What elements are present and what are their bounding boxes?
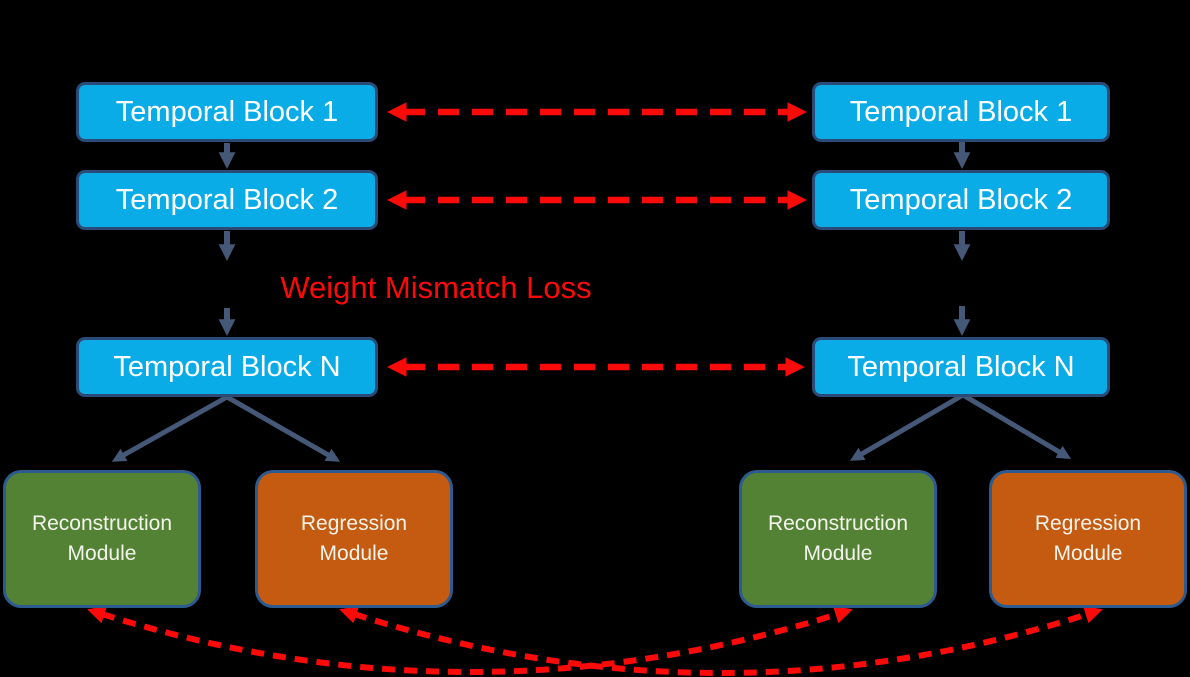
right-temporal-block-n: Temporal Block N xyxy=(812,337,1110,397)
left-regression-module: Regression Module xyxy=(255,470,453,608)
right-temporal-block-2: Temporal Block 2 xyxy=(812,170,1110,230)
weight-mismatch-loss-label: Weight Mismatch Loss xyxy=(280,270,592,305)
left-blockN-to-regression-arrow xyxy=(225,394,341,462)
left-temporal-block-n: Temporal Block N xyxy=(76,337,378,397)
right-blockN-to-reconstruction-arrow xyxy=(849,392,965,461)
right-temporal-block-1: Temporal Block 1 xyxy=(812,82,1110,142)
right-blockN-to-regression-arrow xyxy=(961,392,1072,459)
right-reconstruction-module: Reconstruction Module xyxy=(739,470,937,608)
right-regression-module: Regression Module xyxy=(989,470,1187,608)
reconstruction-modules-arc xyxy=(87,606,853,675)
left-temporal-block-2: Temporal Block 2 xyxy=(76,170,378,230)
left-reconstruction-module: Reconstruction Module xyxy=(3,470,201,608)
left-blockN-to-reconstruction-arrow xyxy=(111,394,229,462)
left-temporal-block-1: Temporal Block 1 xyxy=(76,82,378,142)
